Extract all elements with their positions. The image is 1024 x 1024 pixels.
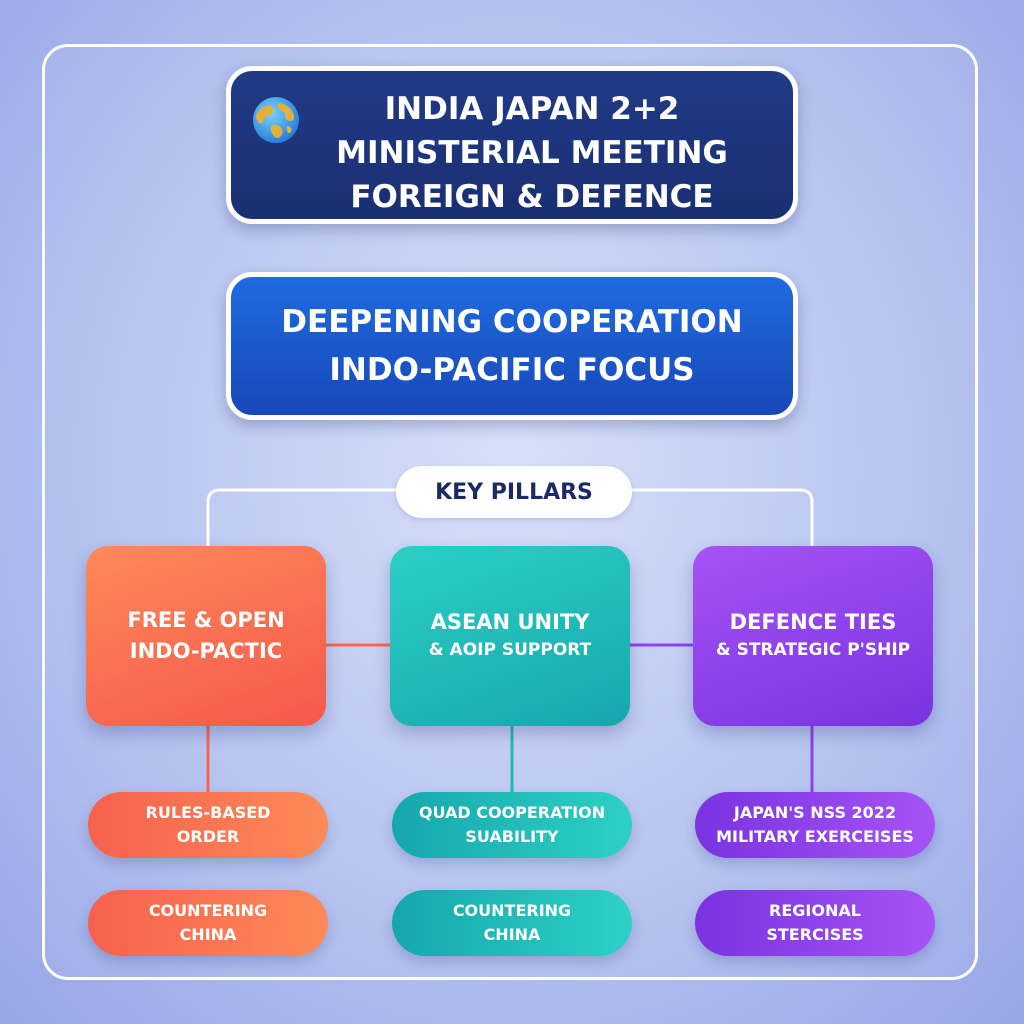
pillar-label-line-1: FREE & OPEN xyxy=(127,608,285,632)
sub-item-quad-cooperation: QUAD COOPERATION SUABILITY xyxy=(392,792,632,858)
sub-item-countering-china: COUNTERING CHINA xyxy=(392,890,632,956)
globe-icon xyxy=(253,97,299,143)
pillar-label-line-2: & STRATEGIC P'SHIP xyxy=(715,640,911,660)
sub-item-rules-based-order: RULES-BASED ORDER xyxy=(88,792,328,858)
sub-item-line-2: CHINA xyxy=(483,925,541,944)
sub-item-line-2: ORDER xyxy=(176,827,240,846)
subtitle-banner: DEEPENING COOPERATION INDO-PACIFIC FOCUS xyxy=(226,272,798,420)
sub-item-regional: REGIONAL STERCISES xyxy=(695,890,935,956)
subtitle-line-1: DEEPENING COOPERATION xyxy=(281,304,743,340)
sub-item-line-2: CHINA xyxy=(179,925,237,944)
pillar-defence-ties: DEFENCE TIES & STRATEGIC P'SHIP xyxy=(693,546,933,726)
sub-item-line-1: COUNTERING xyxy=(148,901,268,920)
title-line-2: MINISTERIAL MEETING xyxy=(336,135,728,171)
sub-item-line-2: STERCISES xyxy=(766,925,864,944)
sub-item-line-1: REGIONAL xyxy=(769,901,861,920)
sub-item-line-1: RULES-BASED xyxy=(145,803,271,822)
sub-item-line-1: QUAD COOPERATION xyxy=(418,803,606,822)
pillar-free-open-indo-pacific: FREE & OPEN INDO-PACTIC xyxy=(86,546,326,726)
subtitle-line-2: INDO-PACIFIC FOCUS xyxy=(329,352,695,388)
pillar-label-line-1: DEFENCE TIES xyxy=(729,610,897,634)
bracket-line xyxy=(206,488,396,546)
sub-item-line-1: COUNTERING xyxy=(452,901,572,920)
pillar-asean-unity: ASEAN UNITY & AOIP SUPPORT xyxy=(390,546,630,726)
sub-item-countering-china: COUNTERING CHINA xyxy=(88,890,328,956)
title-banner: INDIA JAPAN 2+2 MINISTERIAL MEETING FORE… xyxy=(226,66,798,224)
pillar-label-line-2: & AOIP SUPPORT xyxy=(428,640,592,660)
sub-item-japan-nss: JAPAN'S NSS 2022 MILITARY EXERCEISES xyxy=(695,792,935,858)
pillar-label-line-2: INDO-PACTIC xyxy=(129,639,283,663)
title-line-1: INDIA JAPAN 2+2 xyxy=(384,91,680,127)
bracket-line xyxy=(632,488,814,546)
title-line-3: FOREIGN & DEFENCE xyxy=(350,179,714,215)
subtitle: DEEPENING COOPERATION INDO-PACIFIC FOCUS xyxy=(281,298,742,394)
sub-item-line-1: JAPAN'S NSS 2022 xyxy=(733,803,897,822)
page-title: INDIA JAPAN 2+2 MINISTERIAL MEETING FORE… xyxy=(291,87,773,219)
pillar-label-line-1: ASEAN UNITY xyxy=(430,610,590,634)
key-pillars-label: KEY PILLARS xyxy=(396,466,632,518)
sub-item-line-2: SUABILITY xyxy=(465,827,559,846)
sub-item-line-2: MILITARY EXERCEISES xyxy=(716,827,914,846)
